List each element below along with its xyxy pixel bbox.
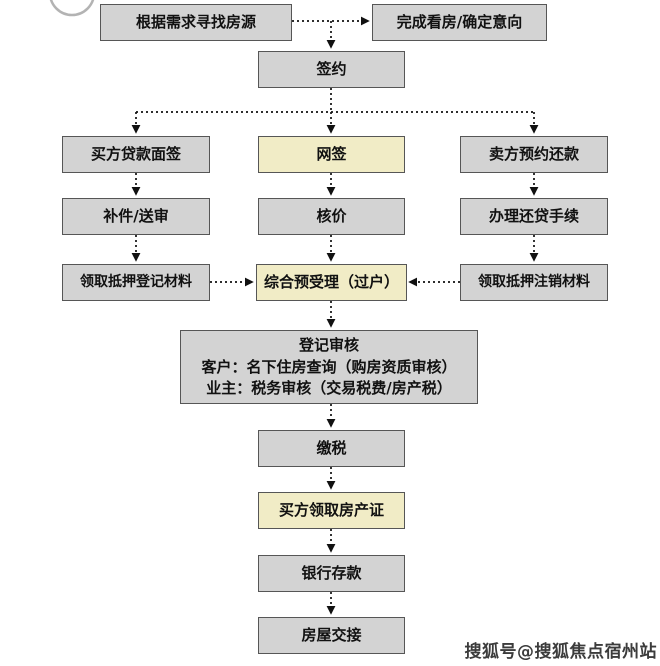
node-online-sign: 网签 xyxy=(258,136,405,173)
node-pay-tax-label: 缴税 xyxy=(316,439,347,458)
registration-title: 登记审核 xyxy=(298,335,359,354)
node-pre-acceptance-label: 综合预受理（过户） xyxy=(263,273,399,292)
node-get-certificate-label: 买方领取房产证 xyxy=(278,501,384,520)
node-supplement-label: 补件/送审 xyxy=(103,207,169,226)
node-repay-procedure-label: 办理还贷手续 xyxy=(488,207,579,226)
node-bank-deposit-label: 银行存款 xyxy=(301,564,362,583)
node-house-handover-label: 房屋交接 xyxy=(301,626,362,645)
node-mortgage-cancel-materials-label: 领取抵押注销材料 xyxy=(478,273,590,290)
node-house-handover: 房屋交接 xyxy=(258,617,405,654)
node-mortgage-cancel-materials: 领取抵押注销材料 xyxy=(460,264,608,301)
node-seller-repay: 卖方预约还款 xyxy=(460,136,608,173)
node-supplement: 补件/送审 xyxy=(62,198,210,235)
node-sign-contract-label: 签约 xyxy=(316,60,347,79)
node-online-sign-label: 网签 xyxy=(316,145,347,164)
node-price-check: 核价 xyxy=(258,198,405,235)
node-confirm-intent-label: 完成看房/确定意向 xyxy=(396,13,523,32)
node-buyer-loan-label: 买方贷款面签 xyxy=(90,145,181,164)
node-get-certificate: 买方领取房产证 xyxy=(258,492,405,529)
registration-line-owner: 业主：税务审核（交易税费/房产税） xyxy=(206,379,452,398)
sohu-watermark: 搜狐号@搜狐焦点宿州站 xyxy=(464,642,657,662)
registration-line-customer: 客户：名下住房查询（购房资质审核） xyxy=(201,357,457,376)
node-sign-contract: 签约 xyxy=(258,51,405,88)
node-pre-acceptance: 综合预受理（过户） xyxy=(256,264,407,301)
node-find-house: 根据需求寻找房源 xyxy=(100,4,292,41)
node-seller-repay-label: 卖方预约还款 xyxy=(488,145,579,164)
node-mortgage-reg-materials-label: 领取抵押登记材料 xyxy=(80,273,192,290)
node-buyer-loan: 买方贷款面签 xyxy=(62,136,210,173)
node-pay-tax: 缴税 xyxy=(258,430,405,467)
node-mortgage-reg-materials: 领取抵押登记材料 xyxy=(62,264,210,301)
node-find-house-label: 根据需求寻找房源 xyxy=(135,13,256,32)
node-price-check-label: 核价 xyxy=(316,207,347,226)
node-confirm-intent: 完成看房/确定意向 xyxy=(372,4,547,41)
node-bank-deposit: 银行存款 xyxy=(258,555,405,592)
node-repay-procedure: 办理还贷手续 xyxy=(460,198,608,235)
node-registration-review: 登记审核 客户：名下住房查询（购房资质审核） 业主：税务审核（交易税费/房产税） xyxy=(180,330,478,404)
